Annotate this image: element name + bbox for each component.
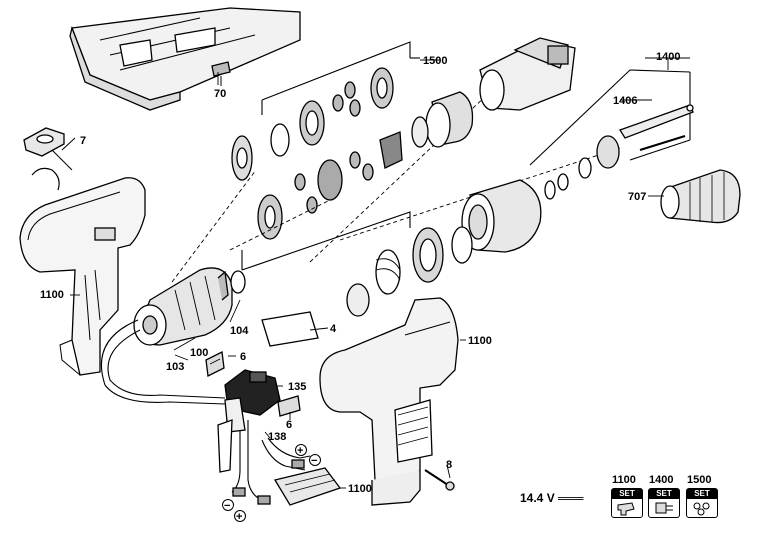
set-box-1500: SET xyxy=(686,488,718,518)
set-box-1400: SET xyxy=(648,488,680,518)
label-4: 4 xyxy=(330,323,337,335)
set-number-1500: 1500 xyxy=(687,474,712,486)
plus-sign-1: + xyxy=(297,445,303,457)
clutch-ring xyxy=(451,226,473,264)
label-1406: 1406 xyxy=(613,95,637,107)
gearbox-housing-top xyxy=(479,37,576,111)
label-135: 135 xyxy=(288,381,306,393)
set-number-1100: 1100 xyxy=(612,474,636,486)
motor-part xyxy=(133,267,233,346)
label-100: 100 xyxy=(190,347,208,359)
label-plate xyxy=(261,311,319,347)
terminal-clip-top xyxy=(205,351,225,377)
label-1400: 1400 xyxy=(656,51,680,63)
left-housing-half xyxy=(19,177,146,376)
polarity-markers xyxy=(222,444,321,522)
plus-marker-1 xyxy=(295,444,307,456)
washer-part xyxy=(411,116,429,148)
label-138: 138 xyxy=(268,431,286,443)
gearbox-icon xyxy=(655,502,673,514)
gearbox-frame-outline xyxy=(241,41,420,271)
screw-part xyxy=(424,469,455,491)
label-6-bottom: 6 xyxy=(286,419,292,431)
clutch-sleeve xyxy=(461,179,542,253)
plus-sign-2: + xyxy=(236,511,242,523)
connector-plugs xyxy=(232,459,305,505)
carrying-case xyxy=(69,7,301,111)
chuck-part xyxy=(660,169,741,224)
gear-set-1500 xyxy=(231,67,403,240)
gears-icon xyxy=(693,502,710,516)
drill-icon xyxy=(617,502,635,516)
label-70: 70 xyxy=(214,88,226,100)
label-104: 104 xyxy=(230,325,249,337)
ring-gear-housing xyxy=(425,91,474,148)
spindle-parts xyxy=(544,104,694,200)
right-housing-half xyxy=(319,297,459,506)
label-103: 103 xyxy=(166,361,184,373)
label-6-top: 6 xyxy=(240,351,246,363)
set-number-1400: 1400 xyxy=(649,474,674,486)
terminal-clip-bottom xyxy=(277,395,301,417)
o-ring-104 xyxy=(230,270,246,294)
label-7: 7 xyxy=(80,135,86,147)
label-1100-right: 1100 xyxy=(468,335,492,347)
label-1500: 1500 xyxy=(423,55,447,67)
set-header-1500: SET xyxy=(687,489,717,499)
switch-cover-part xyxy=(23,127,76,191)
label-leader-lines xyxy=(70,57,690,489)
minus-marker-2 xyxy=(222,499,234,511)
set-box-1100: SET xyxy=(611,488,643,518)
label-1100-left: 1100 xyxy=(40,289,64,301)
label-8: 8 xyxy=(446,459,452,471)
switch-part xyxy=(217,369,281,473)
set-header-1100: SET xyxy=(612,489,642,499)
voltage-rating: 14.4 V ═══ xyxy=(520,491,584,505)
label-1100-battery: 1100 xyxy=(348,483,372,495)
clutch-spring-set xyxy=(346,227,444,317)
set-header-1400: SET xyxy=(649,489,679,499)
minus-sign-2: − xyxy=(224,500,230,512)
label-707: 707 xyxy=(628,191,646,203)
plus-marker-2 xyxy=(234,510,246,522)
minus-marker-1 xyxy=(309,454,321,466)
battery-terminal-block xyxy=(273,467,342,506)
minus-sign-1: − xyxy=(311,455,317,467)
